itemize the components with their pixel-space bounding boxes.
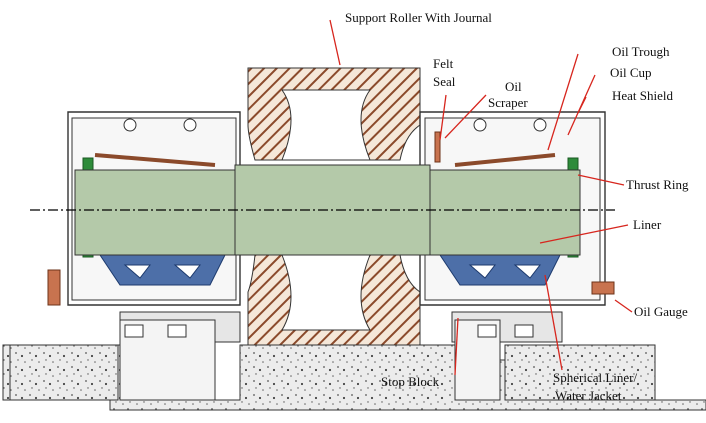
felt-seal-label-line2: Seal (433, 74, 456, 89)
concrete-foundation (2, 344, 706, 411)
felt-seal-label-line1: Felt (433, 56, 454, 71)
spherical-liner-label-line2: Water Jacket (555, 388, 622, 403)
oil-scraper-label-line1: Oil (505, 79, 522, 94)
left-pedestal (119, 311, 241, 401)
oil-cup-label: Oil Cup (610, 65, 652, 80)
spherical-liner-label-line1: Spherical Liner/ (553, 370, 637, 385)
oil-gauge-label: Oil Gauge (634, 304, 688, 319)
oil-scraper-label-line2: Scraper (488, 95, 528, 110)
oil-trough-label: Oil Trough (612, 44, 670, 59)
heat-shield-label: Heat Shield (612, 88, 674, 103)
stop-block-label: Stop Block (381, 374, 440, 389)
leader-lines (329, 19, 633, 376)
thrust-ring-label: Thrust Ring (626, 177, 689, 192)
liner-label: Liner (633, 217, 662, 232)
shaft-journal (30, 164, 615, 256)
right-pedestal (451, 311, 563, 401)
support-roller-label: Support Roller With Journal (345, 10, 492, 25)
support-roller (247, 67, 421, 346)
